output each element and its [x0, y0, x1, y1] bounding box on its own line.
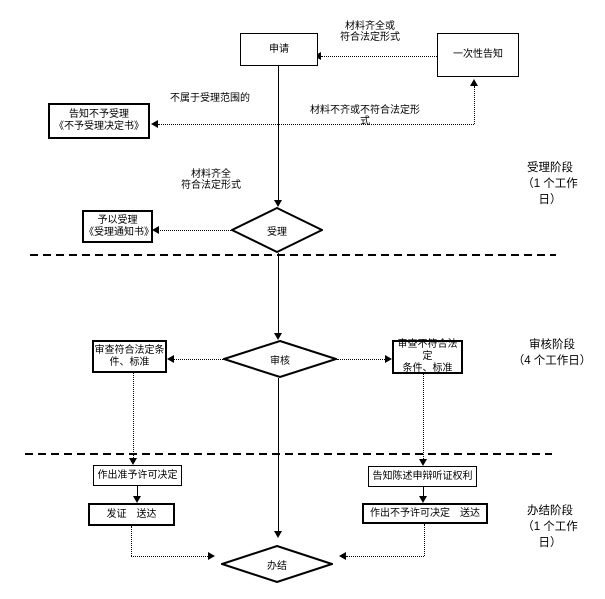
stage-label-banjie: 办结阶段 （1 个工作 日）: [508, 503, 592, 551]
stage-line: 办结阶段: [527, 505, 573, 517]
diamond-shape-icon: [221, 545, 333, 583]
stage-line: （1 个工作: [522, 178, 578, 190]
arrowhead-up-icon: [470, 79, 478, 86]
arrowhead-down-icon: [133, 496, 141, 503]
decision-shenhe: 审核: [223, 340, 337, 378]
arrowhead-down-icon: [274, 333, 282, 340]
arrowhead-left-icon: [167, 355, 174, 363]
edge-issue-to-banjie-h: [131, 556, 208, 557]
arrowhead-down-icon: [419, 496, 427, 503]
arrowhead-down-icon: [419, 459, 427, 466]
edge-shouli-to-accept: [158, 230, 231, 231]
arrowhead-down-icon: [129, 458, 137, 465]
edge-apply-to-shouli: [278, 66, 279, 201]
node-grant-decision: 作出准予许可决定: [93, 465, 182, 486]
node-review-fail: 审查不符合法定 条件、标准: [392, 339, 463, 374]
arrowhead-left-icon: [339, 552, 346, 560]
arrowhead-right-icon: [385, 355, 392, 363]
label-line: 符合法定形式: [340, 32, 400, 43]
stage-line: （1 个工作: [522, 521, 578, 533]
stage-label-shouli: 受理阶段 （1 个工作 日）: [508, 160, 592, 208]
node-one-time-notice-label: 一次性告知: [453, 49, 503, 60]
node-review-pass-line2: 件、标准: [109, 356, 150, 368]
stage-separator-2: [25, 453, 552, 455]
arrowhead-right-icon: [208, 552, 215, 560]
label-line: 符合法定形式: [181, 180, 241, 191]
stage-line: 日）: [538, 194, 562, 206]
stage-line: 受理阶段: [527, 162, 573, 174]
label-line: 材料不齐或不符合法定形式: [310, 105, 420, 127]
edge-notice-to-apply: [321, 56, 437, 57]
decision-shouli-label: 受理: [267, 226, 287, 238]
node-review-fail-line1: 审查不符合法定: [397, 339, 458, 362]
label-not-in-scope: 不属于受理范围的: [168, 93, 252, 104]
edge-deny-to-banjie-v: [424, 524, 425, 556]
node-review-pass: 审查符合法定条 件、标准: [92, 340, 167, 373]
edge-shenhe-to-pass: [174, 359, 223, 360]
arrowhead-left-icon: [152, 226, 159, 234]
stage-line: 审核阶段: [529, 339, 575, 351]
node-review-fail-line2: 条件、标准: [402, 363, 453, 374]
node-apply: 申请: [240, 33, 318, 66]
edge-fail-to-inform: [423, 374, 424, 459]
edge-shenhe-to-banjie: [278, 378, 279, 532]
node-issue-label: 发证 送达: [106, 508, 157, 520]
diamond-shape-icon: [231, 207, 323, 253]
node-deny-deliver: 作出不予许可决定 送达: [362, 503, 488, 524]
arrowhead-down-icon: [274, 200, 282, 207]
node-one-time-notice: 一次性告知: [437, 33, 519, 77]
node-deny-label: 作出不予许可决定 送达: [370, 507, 480, 519]
label-line: 材料齐全或: [345, 21, 395, 32]
decision-banjie-label: 办结: [267, 560, 287, 572]
node-apply-label: 申请: [269, 43, 289, 55]
node-grant-label: 作出准予许可决定: [97, 469, 178, 481]
edge-deny-to-banjie-h: [346, 556, 424, 557]
label-materials-complete-or: 材料齐全或 符合法定形式: [325, 21, 415, 43]
arrowhead-left-icon: [151, 120, 158, 128]
edge-shenhe-to-fail: [337, 359, 385, 360]
label-materials-complete: 材料齐全 符合法定形式: [180, 169, 242, 191]
node-accept-line1: 予以受理: [97, 214, 138, 226]
node-reject-line2: 《不予受理决定书》: [54, 121, 144, 132]
node-review-pass-line1: 审查符合法定条: [94, 344, 165, 356]
edge-pass-to-grant: [133, 373, 134, 458]
label-materials-incomplete: 材料不齐或不符合法定形式: [306, 105, 424, 127]
stage-line: （4 个工作日）: [512, 355, 592, 367]
decision-shouli: 受理: [231, 207, 323, 253]
edge-shouli-to-shenhe: [278, 253, 279, 334]
node-inform-label: 告知陈述申辩听证权利: [372, 470, 473, 482]
diamond-shape-icon: [223, 340, 337, 378]
edge-grant-to-issue: [137, 486, 138, 497]
node-reject-decision: 告知不予受理 《不予受理决定书》: [48, 103, 150, 139]
node-accept-notice: 予以受理 《受理通知书》: [82, 210, 154, 243]
edge-issue-to-banjie-v: [131, 526, 132, 556]
stage-line: 日）: [538, 537, 562, 549]
stage-separator-1: [30, 254, 556, 256]
label-line: 不属于受理范围的: [170, 93, 250, 104]
stage-label-shenhe: 审核阶段 （4 个工作日）: [505, 337, 599, 369]
arrowhead-down-icon: [274, 531, 282, 538]
edge-inform-to-deny: [423, 487, 424, 497]
node-inform-rights: 告知陈述申辩听证权利: [368, 466, 477, 487]
decision-shenhe-label: 审核: [270, 355, 290, 367]
edge-incomplete-to-notice: [474, 86, 475, 124]
node-issue-deliver: 发证 送达: [88, 503, 175, 526]
label-line: 材料齐全: [191, 169, 231, 180]
edge-reject-and-incomplete: [158, 124, 474, 125]
node-accept-line2: 《受理通知书》: [84, 226, 154, 238]
node-reject-line1: 告知不予受理: [69, 109, 129, 120]
decision-banjie: 办结: [221, 545, 333, 583]
